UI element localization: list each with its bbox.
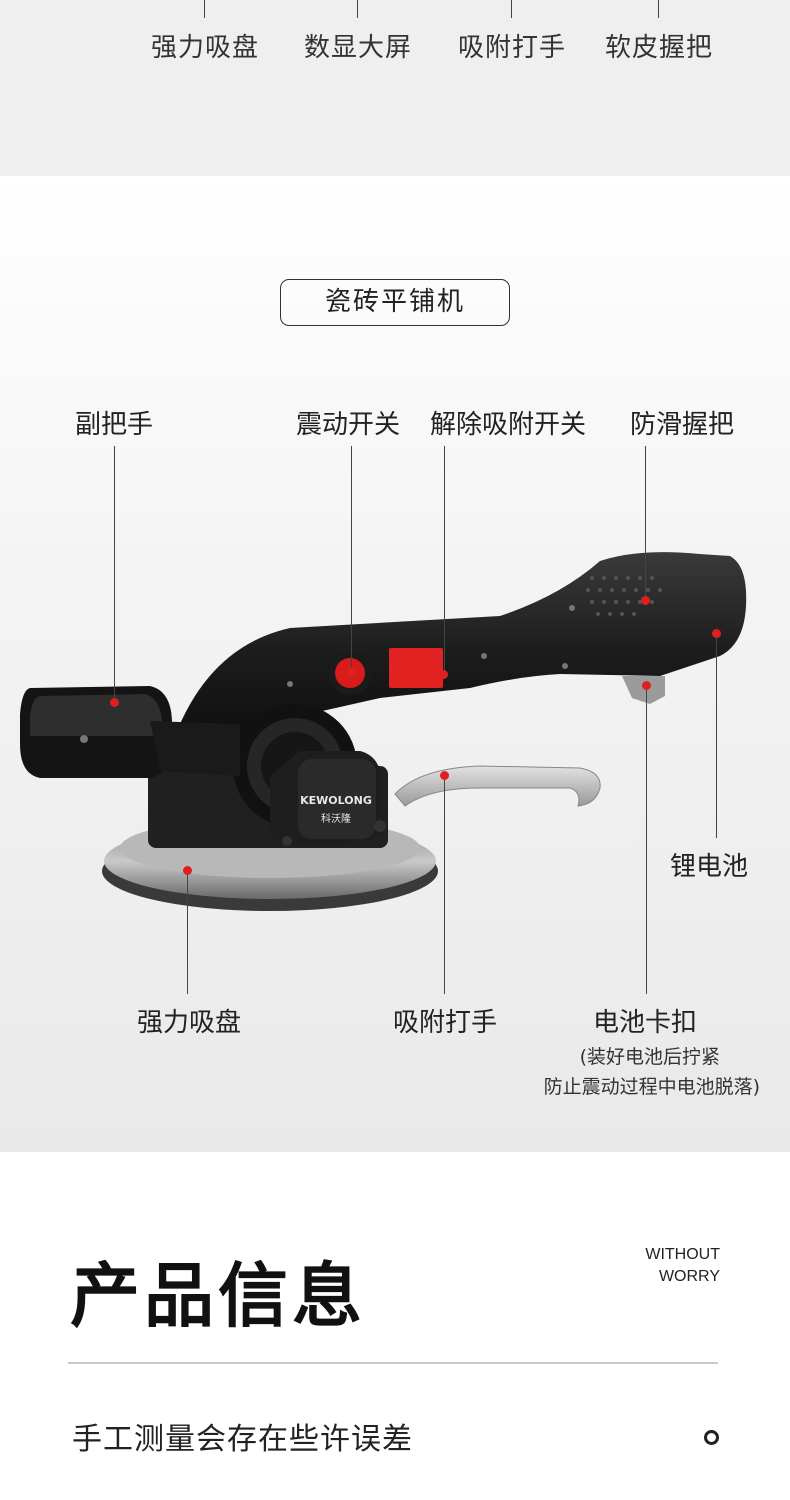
battery-clip-shape [622,676,665,704]
callout-suction-cup: 强力吸盘 [136,1008,242,1038]
leader-suction-cup [187,870,188,994]
section-title: 产品信息 [70,1255,366,1337]
aux-handle-shape [20,686,240,778]
feature-band: 强力吸盘 数显大屏 吸附打手 软皮握把 [0,0,790,176]
feature-label: 数显大屏 [303,33,412,63]
marker-dot [110,698,119,707]
product-info-section: 产品信息 WITHOUT WORRY 手工测量会存在些许误差 [0,1152,790,1500]
battery-clip-note-1: (装好电池后拧紧 [579,1046,720,1068]
product-title-badge: 瓷砖平铺机 [280,279,510,326]
marker-dot [346,668,355,677]
feature-label: 软皮握把 [604,33,713,63]
marker-dot [641,596,650,605]
leader-battery-clip [646,686,647,994]
callout-release-switch: 解除吸附开关 [430,410,587,440]
feature-tick [658,0,659,18]
marker-dot [712,629,721,638]
brand-logo: KEWOLONG [300,794,372,807]
feature-tick [511,0,512,18]
tagline: WITHOUT WORRY [645,1244,720,1288]
circle-icon [704,1430,719,1445]
leader-battery [716,636,717,838]
callout-battery-clip: 电池卡扣 [592,1008,698,1038]
leader-suction-lever [444,776,445,994]
leader-grip [645,446,646,600]
callout-aux-handle: 副把手 [75,410,154,440]
callout-battery: 锂电池 [670,852,749,882]
divider [68,1362,718,1364]
tagline-line-2: WORRY [658,1268,720,1285]
marker-dot [642,681,651,690]
marker-dot [440,771,449,780]
suction-lever-shape [394,765,601,807]
feature-label: 吸附打手 [457,33,566,63]
motor-housing-shape [233,704,382,846]
release-switch-shape [389,648,443,688]
leader-vibration-switch [351,446,352,671]
feature-tick [204,0,205,18]
tagline-line-1: WITHOUT [645,1246,720,1263]
leader-release-switch [444,446,445,674]
feature-label: 强力吸盘 [150,33,259,63]
brand-logo-sub: 科沃隆 [321,812,351,825]
callout-grip: 防滑握把 [630,410,735,440]
feature-tick [357,0,358,18]
battery-clip-note-2: 防止震动过程中电池脱落) [543,1076,760,1098]
leader-aux-handle [114,446,115,702]
measurement-disclaimer: 手工测量会存在些许误差 [72,1422,413,1457]
marker-dot [439,670,448,679]
tile-machine-illustration: KEWOLONG 科沃隆 [20,552,747,911]
callout-suction-lever: 吸附打手 [392,1008,498,1038]
marker-dot [183,866,192,875]
product-diagram: 瓷砖平铺机 [0,176,790,1152]
callout-vibration-switch: 震动开关 [296,410,401,440]
